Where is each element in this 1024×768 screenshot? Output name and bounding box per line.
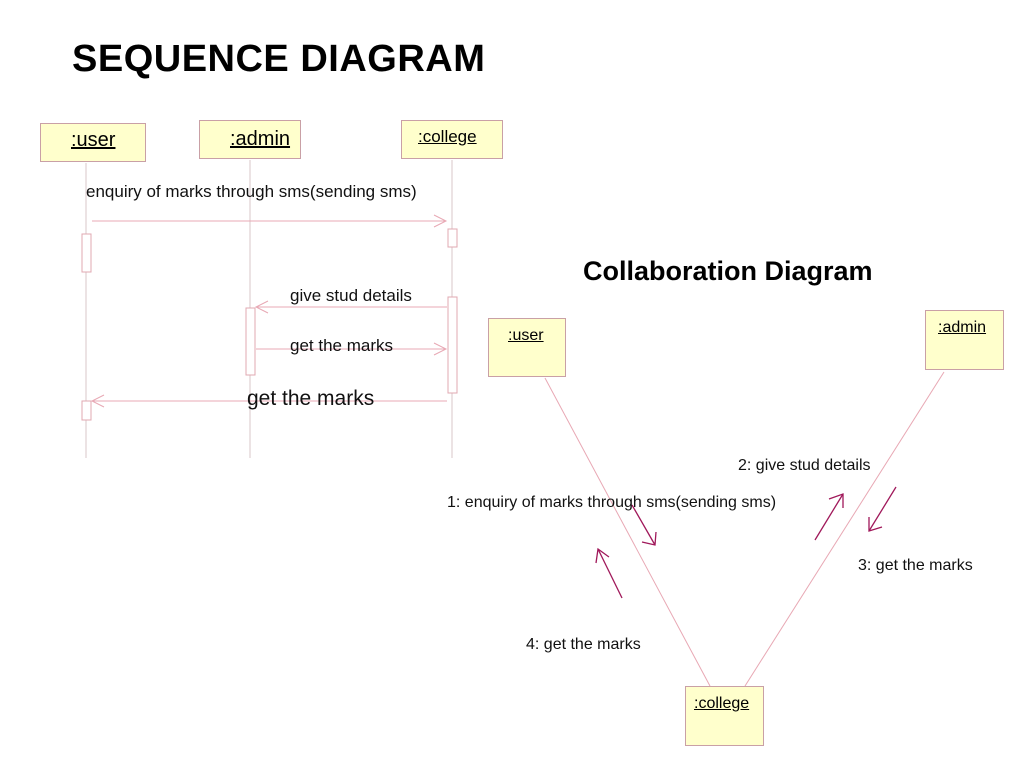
seq-object-user-label: :user [71,129,116,151]
seq-message-label-4: get the marks [247,387,375,410]
collab-message-label-2: 2: give stud details [738,457,871,474]
seq-object-college-label: :college [418,127,477,146]
collab-object-admin[interactable]: :admin [925,310,1004,370]
activation-admin-1 [245,307,256,376]
collab-object-college-label: :college [694,695,750,712]
activation-college-2 [447,296,458,394]
activation-user-2 [81,400,92,421]
seq-object-admin[interactable]: :admin [199,120,301,159]
seq-object-college[interactable]: :college [401,120,503,159]
sequence-diagram-title: SEQUENCE DIAGRAM [72,38,486,80]
collab-link-admin-college [744,371,945,687]
collab-message-label-3: 3: get the marks [858,557,973,574]
collab-message-label-4: 4: get the marks [526,636,641,653]
collab-message-label-1: 1: enquiry of marks through sms(sending … [447,494,777,511]
seq-message-arrow-3 [256,342,448,356]
collab-object-user-label: :user [508,327,544,344]
seq-message-arrow-2 [254,300,447,314]
seq-message-arrow-4 [90,394,447,408]
seq-object-user[interactable]: :user [40,123,146,162]
collab-arrow-1 [631,504,657,546]
collab-arrow-2 [814,493,844,541]
seq-message-label-1: enquiry of marks through sms(sending sms… [86,182,417,201]
collab-object-user[interactable]: :user [488,318,566,377]
activation-user-1 [81,233,92,273]
collab-link-user-college [544,377,711,687]
collab-arrow-3 [868,486,897,532]
collab-object-admin-label: :admin [938,319,987,336]
collab-arrow-4 [595,547,623,599]
seq-object-admin-label: :admin [230,128,291,150]
seq-message-label-3: get the marks [290,336,393,355]
activation-college-1 [447,228,458,248]
seq-message-arrow-1 [92,214,448,228]
seq-message-label-2: give stud details [290,286,412,305]
collab-object-college[interactable]: :college [685,686,764,746]
collaboration-diagram-title: Collaboration Diagram [583,256,873,286]
